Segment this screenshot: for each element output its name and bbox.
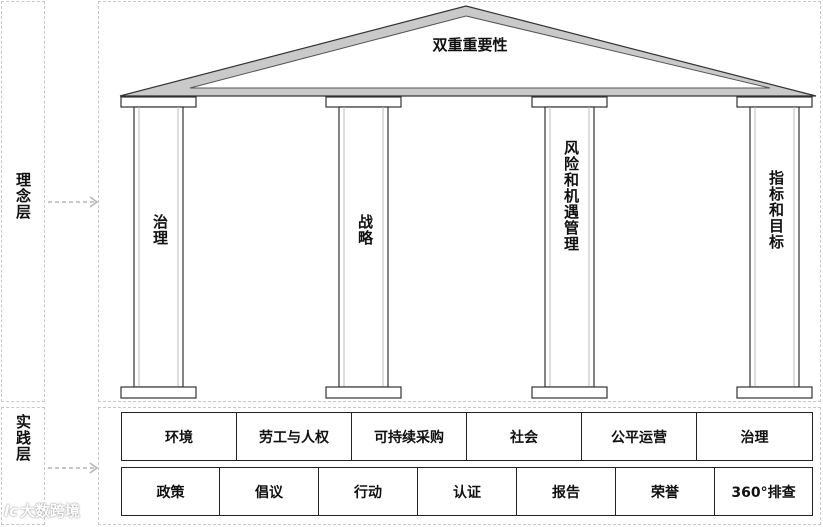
topic-cell: 社会 (467, 412, 582, 461)
practice-row-actions: 政策 倡议 行动 认证 报告 荣誉 360°排查 (121, 467, 813, 516)
topic-cell: 治理 (697, 412, 813, 461)
action-cell: 倡议 (220, 467, 319, 516)
action-cell: 政策 (121, 467, 220, 516)
pillar-governance (120, 96, 197, 399)
action-cell: 360°排查 (715, 467, 813, 516)
temple-roof-inner (189, 15, 771, 89)
topic-cell: 劳工与人权 (237, 412, 352, 461)
watermark-text: 大数跨境 (20, 502, 81, 520)
pillar-metrics-targets (736, 96, 813, 399)
watermark: lc 大数跨境 (4, 500, 80, 521)
topic-cell: 公平运营 (582, 412, 697, 461)
action-cell: 行动 (319, 467, 418, 516)
practice-layer-panel (1, 407, 45, 525)
pillar-label-governance: 治理 (151, 214, 169, 246)
action-cell: 报告 (517, 467, 616, 516)
pillar-label-strategy: 战略 (356, 214, 374, 246)
pillar-strategy (325, 96, 402, 399)
concept-arrow-icon (48, 196, 99, 208)
pillar-label-risk-opportunity: 风险和机遇管理 (562, 140, 580, 252)
concept-layer-panel (1, 1, 45, 402)
action-cell: 荣誉 (616, 467, 715, 516)
roof-title: 双重重要性 (432, 36, 508, 54)
watermark-logo-icon: lc (4, 501, 19, 520)
pillar-label-metrics-targets: 指标和目标 (767, 170, 785, 250)
action-cell: 认证 (418, 467, 517, 516)
topic-cell: 环境 (121, 412, 237, 461)
practice-arrow-icon (48, 462, 99, 474)
practice-panel (98, 407, 821, 525)
temple-panel (98, 1, 821, 402)
topic-cell: 可持续采购 (352, 412, 467, 461)
practice-row-topics: 环境 劳工与人权 可持续采购 社会 公平运营 治理 (121, 412, 813, 461)
concept-layer-label: 理念层 (14, 172, 32, 220)
practice-layer-label: 实践层 (14, 414, 32, 462)
pillar-risk-opportunity (531, 96, 608, 399)
